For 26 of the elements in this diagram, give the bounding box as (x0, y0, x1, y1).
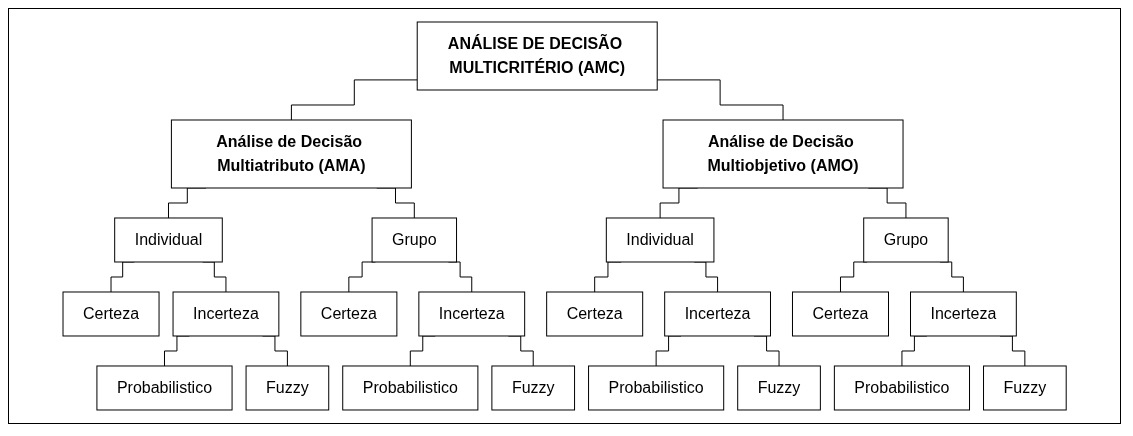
node-box (833, 365, 970, 411)
node-box (96, 365, 233, 411)
node-box (605, 217, 715, 263)
connector (290, 79, 418, 121)
node-box (982, 365, 1067, 411)
node-box (664, 291, 771, 337)
node-box (737, 365, 821, 411)
node-box (62, 291, 160, 337)
node-box (791, 291, 889, 337)
node-box (418, 291, 526, 337)
node-box (371, 217, 457, 263)
node-box (546, 291, 644, 337)
node-box (587, 365, 725, 411)
node-box (863, 217, 949, 263)
connector (656, 79, 784, 121)
diagram-frame: ANÁLISE DE DECISÃO MULTICRITÉRIO (AMC) Análise de Decisão Multiatributo (AMA) Análise de Decisão Multiobjetivo (AMO) Individual Grupo Individual Grupo Certeza Incerteza Certeza Incerteza Certeza Incerteza Certeza Incerteza Probabilistico Fuzzy Probabilistico Fuzzy Probabilistico Fuzzy Probabilistico Fuzzy (8, 8, 1121, 424)
node-box (491, 365, 575, 411)
node-box (172, 291, 280, 337)
node-box (662, 119, 904, 189)
node-box (114, 217, 223, 263)
node-box (416, 21, 658, 91)
node-box (300, 291, 398, 337)
node-box (245, 365, 330, 411)
node-box (909, 291, 1017, 337)
node-box (170, 119, 412, 189)
node-box (342, 365, 479, 411)
